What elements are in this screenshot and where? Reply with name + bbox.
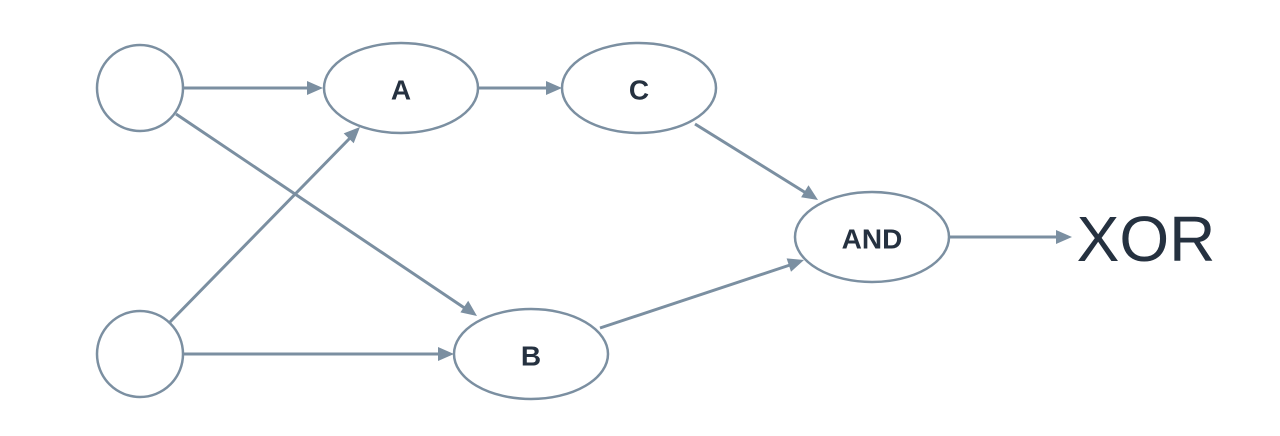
edge-input-bottom-to-a xyxy=(168,135,353,324)
node-b: B xyxy=(452,307,610,401)
edge-a-to-c-arrowhead xyxy=(546,81,562,95)
node-c-ellipse xyxy=(560,41,718,135)
nodes: A C B AND xyxy=(95,41,951,401)
edge-input-top-to-b xyxy=(175,112,467,311)
edge-and-to-output-arrowhead xyxy=(1056,230,1072,244)
input-node-top-circle xyxy=(95,43,185,133)
node-a-ellipse xyxy=(322,41,480,135)
edge-input-bottom-to-a-arrowhead xyxy=(343,127,360,144)
node-b-label: B xyxy=(521,341,541,372)
input-node-top xyxy=(95,43,185,133)
output-label-xor: XOR xyxy=(1077,203,1216,275)
edges xyxy=(168,81,1072,361)
edge-c-to-and-arrowhead xyxy=(801,185,818,200)
node-a: A xyxy=(322,41,480,135)
node-and-ellipse xyxy=(793,190,951,284)
input-node-bottom-circle xyxy=(95,309,185,399)
edge-input-top-to-b-arrowhead xyxy=(460,300,477,316)
edge-input-bottom-to-b-arrowhead xyxy=(438,347,454,361)
node-c-label: C xyxy=(629,75,649,106)
node-a-label: A xyxy=(391,75,411,106)
node-c: C xyxy=(560,41,718,135)
input-node-bottom xyxy=(95,309,185,399)
node-and: AND xyxy=(793,190,951,284)
edge-input-top-to-a-arrowhead xyxy=(307,81,323,95)
edge-b-to-and-arrowhead xyxy=(786,258,804,272)
edge-c-to-and xyxy=(694,122,807,195)
node-and-label: AND xyxy=(842,224,903,255)
node-b-ellipse xyxy=(452,307,610,401)
edge-b-to-and xyxy=(599,263,791,330)
